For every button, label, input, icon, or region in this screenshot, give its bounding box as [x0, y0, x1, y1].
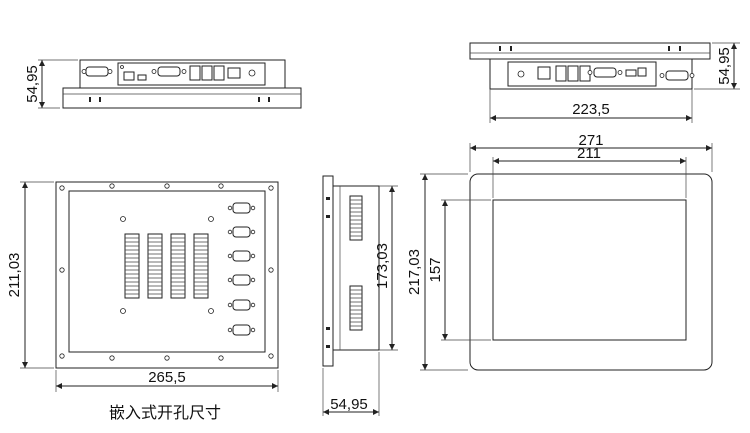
cutout-caption: 嵌入式开孔尺寸	[109, 403, 221, 422]
front-inner-width-label: 211	[577, 145, 601, 162]
side-depth-label: 54,95	[330, 396, 368, 413]
side-height-label: 173,03	[374, 243, 391, 289]
top-right-view: 54,95 223,5	[469, 42, 740, 123]
top-right-width-label: 223,5	[572, 101, 610, 118]
top-left-view: 54,95	[24, 59, 302, 109]
top-left-height-label: 54,95	[24, 65, 41, 103]
back-height-label: 211,03	[6, 253, 23, 298]
front-outer-height-label: 217,03	[406, 249, 423, 295]
back-width-label: 265,5	[148, 369, 186, 386]
serial-ports	[227, 202, 256, 336]
vent-grilles	[124, 233, 209, 299]
side-view: 173,03 54,95	[322, 175, 398, 416]
front-inner-height-label: 157	[427, 257, 444, 282]
front-outer-width-label: 271	[578, 132, 603, 149]
back-view: 211,03 265,5 嵌入式开孔尺寸	[6, 181, 279, 422]
top-right-height-label: 54,95	[716, 47, 733, 85]
front-view: 271 211 217,03 157	[406, 132, 713, 371]
